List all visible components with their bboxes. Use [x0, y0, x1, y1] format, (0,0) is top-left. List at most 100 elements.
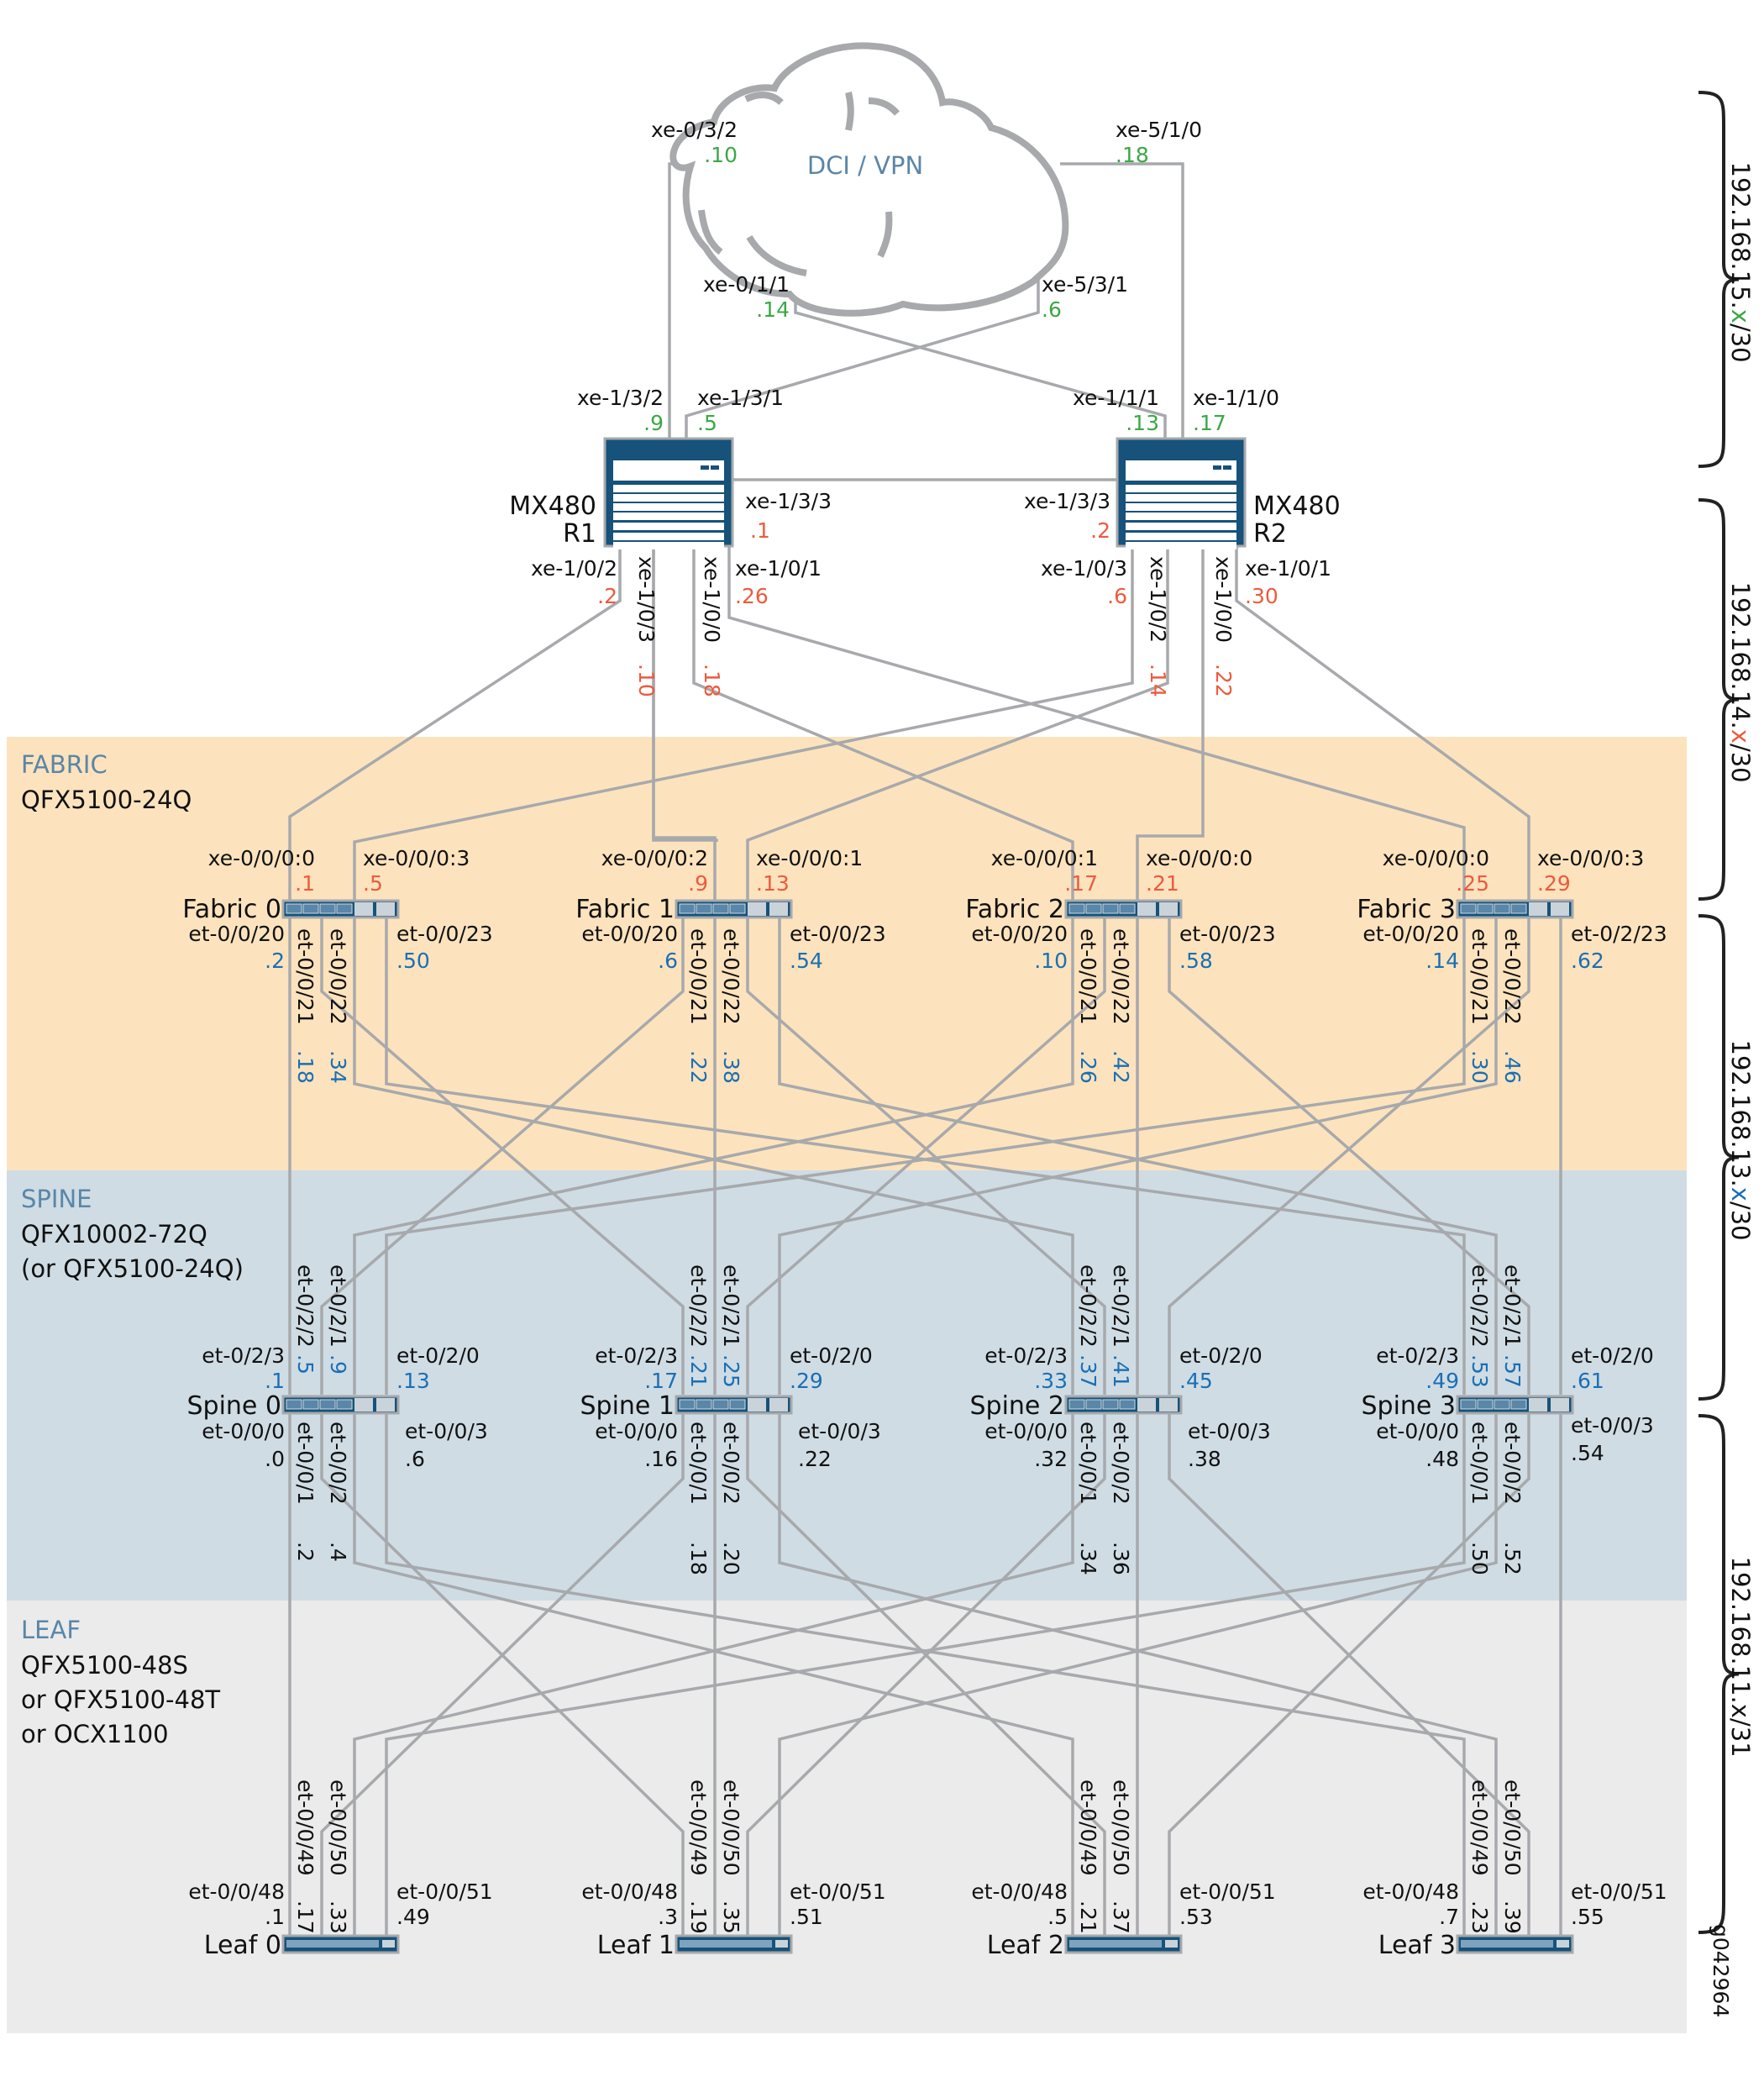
- spine-port-label: et-0/0/2: [719, 1422, 743, 1505]
- section-title-fabric: FABRIC: [21, 750, 108, 779]
- spine-port-label: et-0/2/0: [1571, 1343, 1654, 1368]
- subnet-brace-icon: [1698, 91, 1740, 468]
- subnet-braces: 192.168.15.x/30192.168.14.x/30192.168.13…: [1698, 91, 1755, 1934]
- fabric-port-label: xe-0/0/0:2: [601, 846, 708, 870]
- cloud-port-ip: .6: [1042, 297, 1062, 322]
- spine-port-ip: .29: [790, 1369, 823, 1393]
- leaf-port-label: et-0/0/51: [396, 1879, 493, 1904]
- fabric-port-ip: .30: [1467, 1050, 1492, 1084]
- leaf-port-label: et-0/0/49: [1467, 1779, 1492, 1876]
- fabric-port-label: et-0/0/22: [326, 928, 350, 1025]
- router-port-label: xe-1/0/3: [634, 556, 659, 643]
- spine-port-ip: .0: [265, 1447, 285, 1471]
- fabric-port-ip: .58: [1179, 949, 1213, 973]
- link-cloud-r1-b: [685, 256, 1040, 439]
- spine-2-switch-icon[interactable]: [1064, 1395, 1183, 1415]
- subnet-label: 192.168.14.x/30: [1726, 582, 1755, 783]
- leaf-port-label: et-0/0/48: [971, 1879, 1068, 1904]
- leaf-2-switch-icon[interactable]: [1064, 1934, 1183, 1954]
- link-spine2-leaf1: [746, 1411, 1106, 1936]
- subnet-brace-icon: [1698, 1414, 1740, 1934]
- spine-0-switch-icon[interactable]: [281, 1395, 400, 1415]
- fabric-port-label: et-0/0/22: [1500, 928, 1525, 1025]
- fabric-port-ip: .46: [1500, 1050, 1525, 1084]
- cloud-port-label: xe-5/1/0: [1116, 118, 1202, 142]
- fabric-0-switch-icon[interactable]: [281, 899, 400, 919]
- link-r2-f3: [1235, 546, 1530, 901]
- fabric-port-label: et-0/0/20: [971, 922, 1068, 946]
- fabric-2-switch-icon[interactable]: [1064, 899, 1183, 919]
- leaf-3-switch-icon[interactable]: [1456, 1934, 1574, 1954]
- spine-port-label: et-0/0/2: [326, 1422, 350, 1505]
- router-peer-port-ip: .2: [1090, 518, 1110, 543]
- section-model-label: QFX5100-48S: [21, 1651, 188, 1680]
- router-port-ip: .14: [1146, 664, 1170, 697]
- spine-0-name: Spine 0: [186, 1391, 281, 1421]
- leaf-1-name: Leaf 1: [597, 1931, 675, 1960]
- leaf-port-ip: .35: [719, 1900, 743, 1934]
- fabric-3-switch-icon[interactable]: [1456, 899, 1574, 919]
- cloud-port-label: xe-0/3/2: [651, 118, 738, 142]
- fabric-port-ip: .6: [658, 949, 678, 973]
- fabric-port-ip: .17: [1064, 871, 1098, 896]
- leaf-0-switch-icon[interactable]: [281, 1934, 400, 1954]
- spine-port-ip: .9: [326, 1354, 350, 1375]
- spine-1-switch-icon[interactable]: [675, 1395, 793, 1415]
- router-port-ip: .13: [1126, 411, 1159, 435]
- spine-port-ip: .16: [644, 1447, 678, 1471]
- spine-port-label: et-0/0/3: [1571, 1413, 1654, 1438]
- leaf-port-label: et-0/0/49: [293, 1779, 318, 1876]
- spine-port-label: et-0/0/0: [202, 1419, 285, 1443]
- leaf-1-switch-icon[interactable]: [675, 1934, 793, 1954]
- spine-port-label: et-0/2/1: [1500, 1264, 1525, 1348]
- cloud-label: DCI / VPN: [807, 151, 923, 180]
- router-peer-port-label: xe-1/3/3: [1024, 489, 1110, 513]
- spine-port-label: et-0/0/1: [1076, 1422, 1100, 1505]
- spine-port-ip: .57: [1500, 1354, 1525, 1388]
- router-port-label: xe-1/0/0: [700, 556, 724, 643]
- leaf-port-ip: .5: [1047, 1905, 1068, 1929]
- spine-port-ip: .17: [644, 1369, 678, 1393]
- link-fabric3-spine0: [385, 916, 1466, 1395]
- devices-layer: [281, 437, 1574, 1954]
- spine-port-ip: .5: [293, 1354, 318, 1375]
- leaf-port-label: et-0/0/48: [1362, 1879, 1459, 1904]
- fabric-port-label: xe-0/0/0:0: [1383, 846, 1489, 870]
- spine-port-ip: .34: [1076, 1542, 1100, 1575]
- spine-port-ip: .13: [396, 1369, 430, 1393]
- fabric-port-label: et-0/0/23: [790, 922, 886, 946]
- router-r1-name: R1: [563, 519, 596, 549]
- link-r1-f2: [692, 546, 1074, 901]
- router-port-ip: .9: [643, 411, 664, 435]
- fabric-port-label: et-0/0/23: [1179, 922, 1276, 946]
- fabric-port-label: et-0/0/21: [686, 928, 711, 1025]
- link-spine2-leaf0: [353, 1411, 1074, 1936]
- subnet-label: 192.168.15.x/30: [1726, 162, 1755, 363]
- spine-port-label: et-0/0/3: [405, 1419, 488, 1443]
- section-band-leaf: [7, 1601, 1687, 2033]
- spine-port-label: et-0/2/1: [1109, 1264, 1133, 1348]
- spine-port-label: et-0/0/0: [595, 1419, 678, 1443]
- fabric-port-ip: .26: [1076, 1050, 1100, 1084]
- fabric-2-name: Fabric 2: [965, 895, 1064, 924]
- leaf-port-label: et-0/0/48: [581, 1879, 678, 1904]
- router-r2-icon[interactable]: [1116, 437, 1247, 549]
- leaf-0-name: Leaf 0: [204, 1931, 281, 1960]
- leaf-port-ip: .21: [1076, 1900, 1100, 1934]
- cloud-port-ip: .10: [704, 143, 738, 167]
- spine-port-label: et-0/2/0: [790, 1343, 873, 1368]
- leaf-port-ip: .51: [790, 1905, 823, 1929]
- cloud-icon: [669, 42, 1069, 317]
- link-r2-f0: [353, 546, 1134, 901]
- link-r1-f0: [288, 546, 622, 901]
- router-r1-icon[interactable]: [603, 437, 734, 549]
- cloud-port-label: xe-5/3/1: [1042, 272, 1128, 297]
- router-port-label: xe-1/0/1: [1245, 556, 1331, 581]
- leaf-port-ip: .1: [265, 1905, 285, 1929]
- router-port-ip: .18: [700, 664, 724, 697]
- spine-3-switch-icon[interactable]: [1456, 1395, 1574, 1415]
- spine-port-label: et-0/2/3: [202, 1343, 285, 1368]
- link-spine3-leaf1: [778, 1411, 1498, 1936]
- cloud-port-label: xe-0/1/1: [703, 272, 790, 297]
- fabric-1-switch-icon[interactable]: [675, 899, 793, 919]
